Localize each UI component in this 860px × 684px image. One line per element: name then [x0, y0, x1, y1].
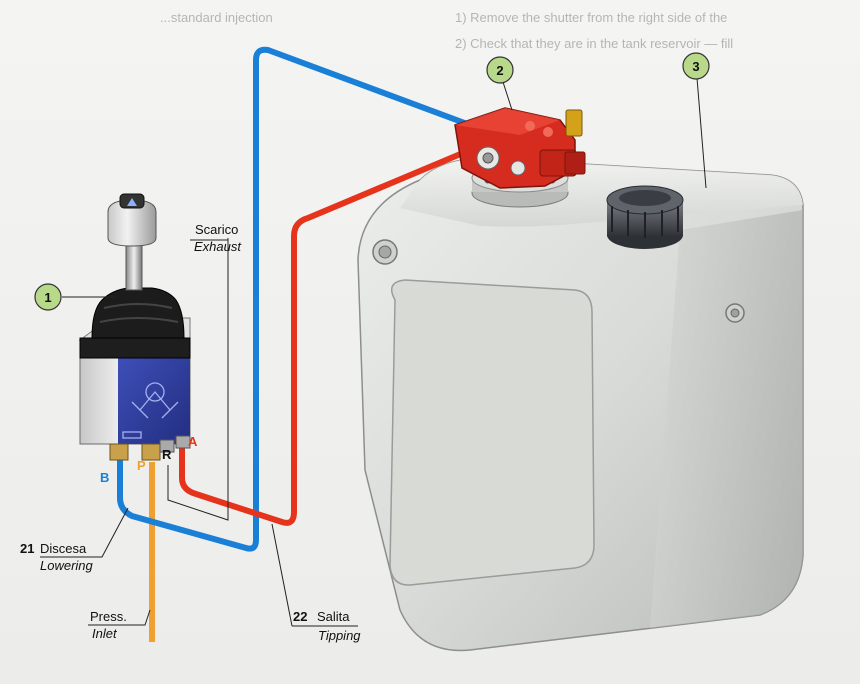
label-lowering-it: Discesa [40, 541, 87, 556]
callout-3: 3 [682, 52, 710, 80]
joystick-panel-graphic [122, 382, 179, 439]
port-fittings [109, 435, 191, 461]
tipping-valve [454, 107, 586, 189]
lowering-line [117, 46, 472, 552]
leader-callout-2 [502, 81, 513, 111]
tank-side-face [650, 210, 803, 628]
bg-text-left-top: ...standard injection [160, 10, 273, 25]
background-text: 1) Remove the shutter from the right sid… [160, 10, 733, 51]
label-tipping-en: Tipping [318, 628, 361, 643]
return-line [167, 238, 229, 521]
label-inlet-en: Inlet [92, 626, 118, 641]
tipping-line [179, 147, 472, 526]
label-lowering-en: Lowering [40, 558, 94, 573]
leader-lowering [40, 507, 129, 558]
callout-2-number: 2 [496, 63, 503, 78]
callout-1-number: 1 [44, 290, 51, 305]
joystick-boot [91, 287, 185, 339]
leader-inlet [88, 609, 151, 626]
filler-cap [606, 185, 684, 249]
callout-3-number: 3 [692, 59, 699, 74]
label-exhaust-it: Scarico [195, 222, 238, 237]
label-tipping-it: Salita [317, 609, 350, 624]
label-lowering-number: 21 [20, 541, 34, 556]
bg-text-line-2: 2) Check that they are in the tank reser… [455, 36, 733, 51]
leader-lines [40, 77, 707, 627]
joystick-stem [125, 239, 143, 291]
callout-2: 2 [486, 56, 514, 84]
tank-bolt-right [725, 303, 745, 323]
bg-text-line-1: 1) Remove the shutter from the right sid… [455, 10, 727, 25]
leader-callout-3 [696, 77, 707, 189]
label-exhaust-en: Exhaust [194, 239, 242, 254]
port-label-a: A [188, 434, 198, 449]
tank-bolt-left [372, 239, 398, 265]
port-label-p: P [137, 458, 146, 473]
callout-1: 1 [34, 283, 62, 311]
tank-front-panel [389, 279, 595, 586]
label-inlet-it: Press. [90, 609, 127, 624]
oil-tank [357, 157, 804, 652]
leader-tipping [271, 523, 358, 627]
port-label-b: B [100, 470, 109, 485]
joystick-control [78, 193, 191, 461]
port-label-r: R [162, 447, 172, 462]
label-tipping-number: 22 [293, 609, 307, 624]
joystick-label-panel [118, 356, 190, 444]
